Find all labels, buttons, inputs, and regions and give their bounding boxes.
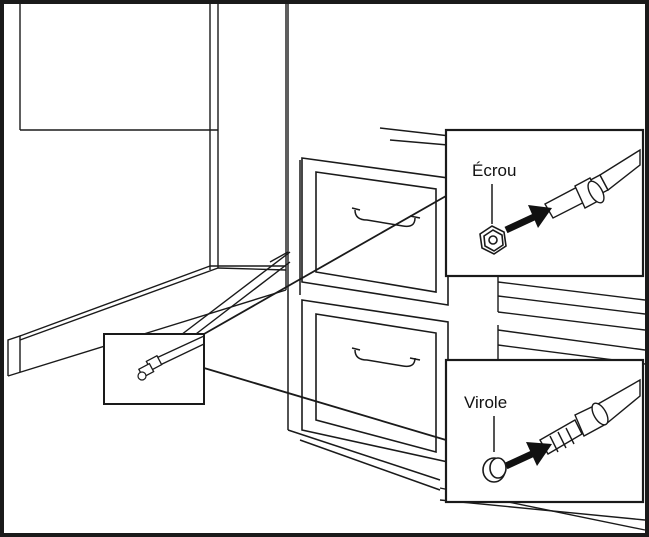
drawer-top: [301, 157, 449, 306]
leader-lines: [203, 195, 447, 441]
ferrule-hose: [539, 378, 641, 455]
hose-end-inset: [103, 333, 205, 405]
nut-hose: [544, 148, 641, 219]
label-nut: Écrou: [472, 161, 516, 180]
cabinet: [287, 127, 451, 491]
label-ferrule: Virole: [464, 393, 507, 412]
ferrule-arrow: [504, 442, 552, 470]
wall-corner: [19, 2, 289, 290]
nut-arrow: [504, 205, 552, 234]
callout-ferrule: Virole: [444, 358, 645, 504]
ferrule-ring: [482, 457, 507, 483]
callout-nut: Écrou: [444, 128, 645, 278]
hex-nut: [479, 225, 507, 255]
